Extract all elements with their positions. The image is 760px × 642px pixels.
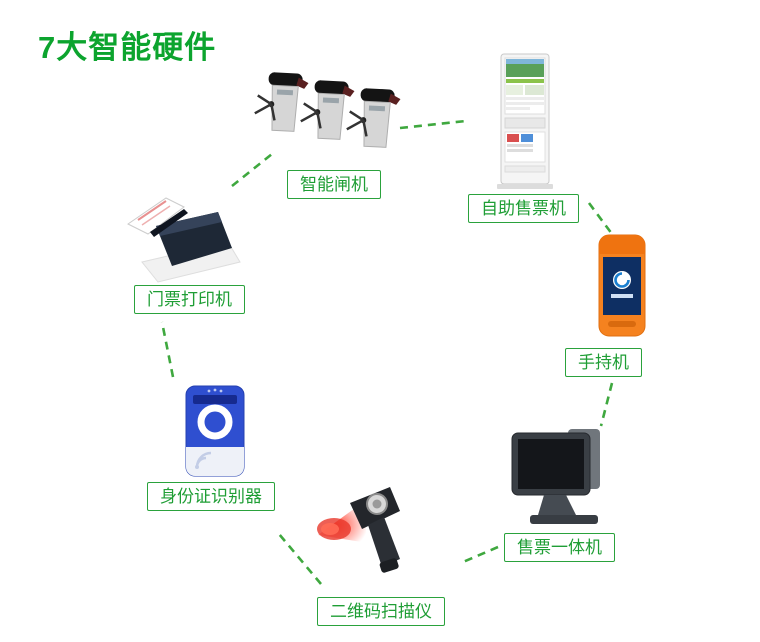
pos-terminal-illustration <box>511 429 600 524</box>
ticket-printer-illustration <box>127 197 241 283</box>
device-id-card-reader: 身份证识别器 <box>147 383 292 513</box>
device-handheld-terminal: 手持机 <box>565 232 665 382</box>
label-ticket-printer: 门票打印机 <box>134 285 245 314</box>
device-ticket-kiosk: 自助售票机 <box>468 52 593 228</box>
label-ticket-pos: 售票一体机 <box>504 533 615 562</box>
handheld-terminal-illustration <box>598 234 646 337</box>
device-smart-gate: 智能闸机 <box>253 70 418 202</box>
device-ticket-printer: 门票打印机 <box>126 186 261 316</box>
page-title: 7大智能硬件 <box>38 30 217 65</box>
device-qr-scanner: 二维码扫描仪 <box>316 477 471 629</box>
label-handheld-terminal: 手持机 <box>565 348 642 377</box>
qr-scanner-illustration <box>317 487 400 573</box>
turnstile-gate-illustration <box>254 72 401 148</box>
label-smart-gate: 智能闸机 <box>287 170 381 199</box>
id-card-reader-illustration <box>185 385 245 477</box>
ticket-kiosk-illustration <box>497 53 553 189</box>
label-ticket-kiosk: 自助售票机 <box>468 194 579 223</box>
device-ticket-pos: 售票一体机 <box>504 425 634 565</box>
label-id-card-reader: 身份证识别器 <box>147 482 275 511</box>
label-qr-scanner: 二维码扫描仪 <box>317 597 445 626</box>
